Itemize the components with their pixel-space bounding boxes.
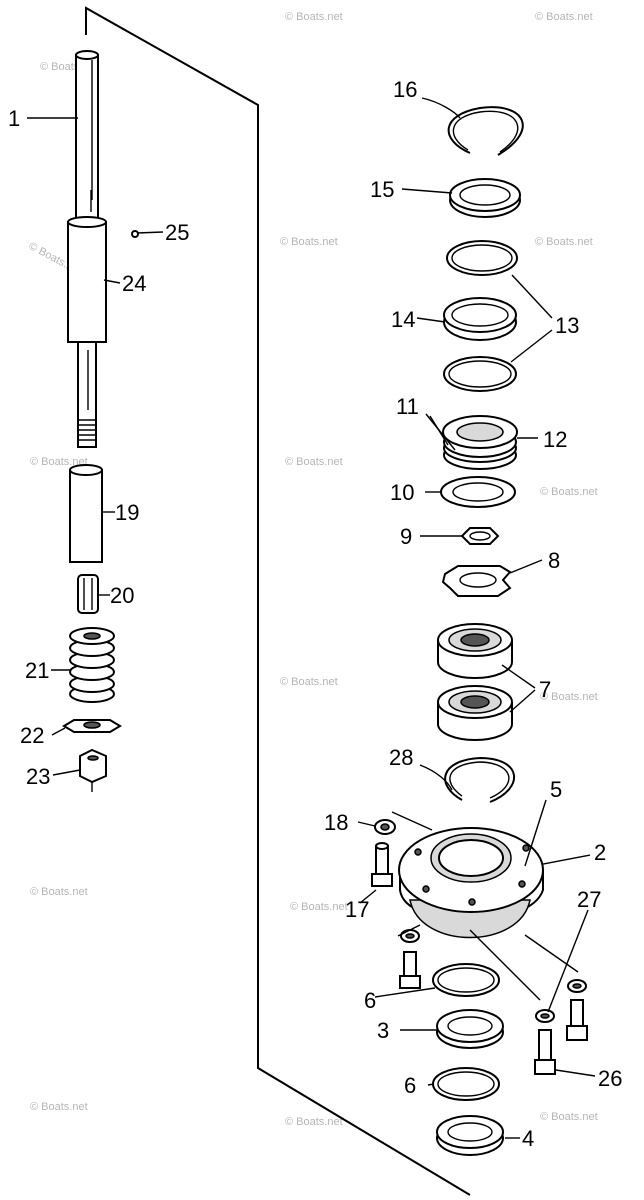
key-pin — [131, 230, 139, 238]
callout-28: 28 — [389, 745, 413, 770]
callout-13: 13 — [555, 313, 579, 338]
watermark: © Boats.net — [540, 486, 598, 498]
clutch — [77, 574, 99, 614]
ball-bearing-7-top — [437, 623, 513, 679]
callout-21: 21 — [25, 658, 49, 683]
watermark: © Boats.net — [535, 236, 593, 248]
watermark: © Boats.net — [30, 1101, 88, 1113]
callout-9: 9 — [400, 524, 412, 549]
callout-12: 12 — [543, 427, 567, 452]
watermark: © Boats.net — [285, 11, 343, 23]
watermark: © Boats.net — [290, 901, 348, 913]
callout-6: 6 — [364, 988, 376, 1013]
o-ring-13-top — [446, 240, 518, 276]
callout-26: 26 — [598, 1066, 622, 1091]
tab-washer — [62, 719, 122, 733]
seal-4 — [436, 1115, 504, 1156]
bearing-race-14 — [443, 297, 517, 341]
watermark: © Boats.net — [540, 691, 598, 703]
callout-24: 24 — [122, 271, 146, 296]
leader-lines — [27, 97, 596, 1139]
seal-3 — [436, 1009, 504, 1049]
callout-17: 17 — [345, 897, 369, 922]
seal-15 — [449, 178, 521, 218]
callout-6b: 6 — [404, 1073, 416, 1098]
callout-1: 1 — [8, 106, 20, 131]
watermark: © Boats.net — [30, 886, 88, 898]
nut-9 — [460, 527, 500, 545]
callout-4: 4 — [522, 1126, 534, 1151]
bolt-17 — [371, 842, 393, 887]
bearing-carrier-12 — [442, 415, 518, 470]
watermark: © Boats.net — [535, 11, 593, 23]
callout-14: 14 — [391, 307, 415, 332]
ball-bearing-7-bottom — [437, 685, 513, 741]
shim-10 — [440, 476, 516, 508]
watermarks: © Boats.net © Boats.net © Boats.net © Bo… — [27, 11, 598, 1128]
callout-8: 8 — [548, 548, 560, 573]
o-ring-6-top — [432, 963, 500, 997]
o-ring-13-bottom — [443, 356, 517, 392]
watermark: © Boats.net — [280, 676, 338, 688]
callout-25: 25 — [165, 220, 189, 245]
callout-23: 23 — [26, 764, 50, 789]
washer-27-upper — [567, 979, 587, 993]
washer-lower-left — [400, 929, 420, 943]
snap-ring-28 — [444, 756, 516, 803]
bolt-lower-left — [399, 951, 421, 989]
callout-18: 18 — [324, 810, 348, 835]
watermark: © Boats.net — [280, 236, 338, 248]
watermark: © Boats.net — [540, 1111, 598, 1123]
guide-lines — [391, 811, 579, 1001]
callout-27: 27 — [577, 887, 601, 912]
lock-washer-8 — [441, 565, 512, 597]
watermark: © Boats.net — [30, 456, 88, 468]
spring — [69, 627, 115, 703]
assembly-outline — [85, 6, 471, 1196]
housing-2 — [398, 827, 544, 939]
o-ring-6-bottom — [432, 1067, 500, 1101]
callout-3: 3 — [377, 1018, 389, 1043]
callout-15: 15 — [370, 177, 394, 202]
callout-19: 19 — [115, 500, 139, 525]
callout-10: 10 — [390, 480, 414, 505]
callout-5: 5 — [550, 777, 562, 802]
watermark: © Boats.net — [285, 1116, 343, 1128]
drive-shaft — [67, 50, 107, 448]
washer-18 — [374, 819, 396, 835]
bolt-26 — [534, 1029, 556, 1075]
callout-16: 16 — [393, 77, 417, 102]
callout-20: 20 — [110, 583, 134, 608]
callout-11: 11 — [396, 394, 419, 419]
bolt-27 — [566, 999, 588, 1041]
snap-ring-16 — [447, 106, 524, 156]
callout-labels: 1 2 3 4 5 6 6 7 8 9 10 11 12 13 14 15 16… — [8, 77, 622, 1151]
watermark: © Boats.net — [285, 456, 343, 468]
nut — [79, 748, 107, 792]
callout-2: 2 — [594, 840, 606, 865]
callout-7: 7 — [539, 677, 551, 702]
washer-27-lower — [535, 1009, 555, 1023]
callout-22: 22 — [20, 723, 44, 748]
sleeve — [69, 464, 103, 563]
